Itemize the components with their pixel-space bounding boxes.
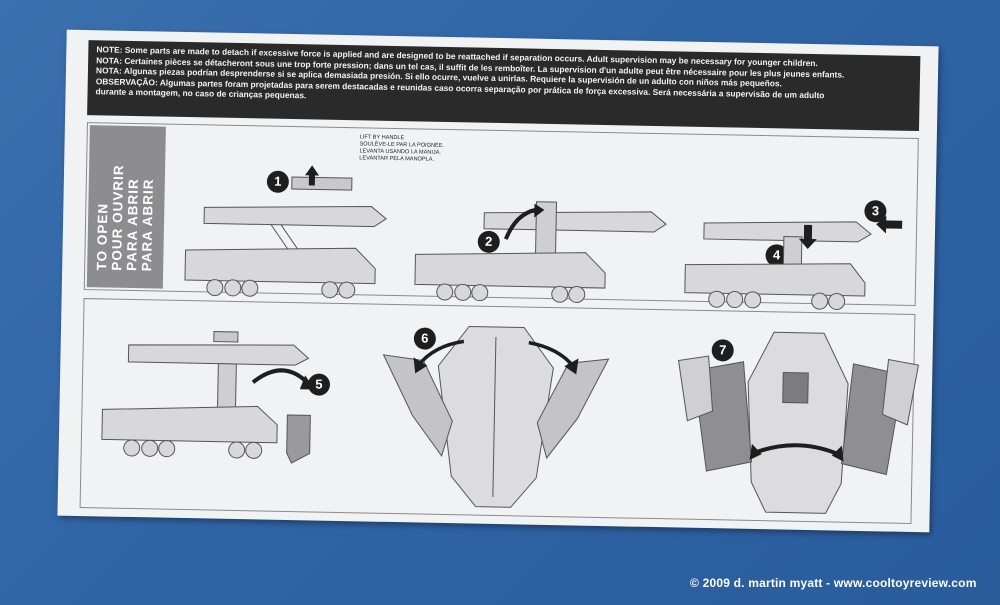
instruction-sheet: NOTE: Some parts are made to detach if e…	[57, 29, 939, 533]
arrow-left-icon	[876, 215, 903, 234]
truck-illustrations-top	[184, 165, 903, 311]
steps-panel-bottom: 5 6 7	[79, 298, 920, 524]
fold-arrow-icon	[756, 443, 838, 456]
ship-diagram-7	[677, 331, 920, 514]
rotate-arrow-icon	[251, 368, 310, 385]
ship-illustrations-bottom	[101, 325, 920, 514]
copyright-credit: © 2009 d. martin myatt - www.cooltoyrevi…	[690, 576, 977, 590]
truck-diagram-3	[684, 221, 872, 311]
arrow-up-icon	[304, 165, 319, 186]
arrow-down-icon	[798, 224, 817, 249]
warning-banner: NOTE: Some parts are made to detach if e…	[87, 40, 921, 132]
truck-diagram-5	[101, 331, 311, 464]
steps-panel-top: TO OPEN POUR OUVRIR PARA ABRIR PARA ABRI…	[83, 122, 919, 311]
truck-diagram-2	[414, 201, 667, 304]
truck-diagram-1	[184, 176, 388, 299]
curved-arrow-icon	[503, 207, 537, 240]
ship-diagram-6	[382, 325, 610, 508]
